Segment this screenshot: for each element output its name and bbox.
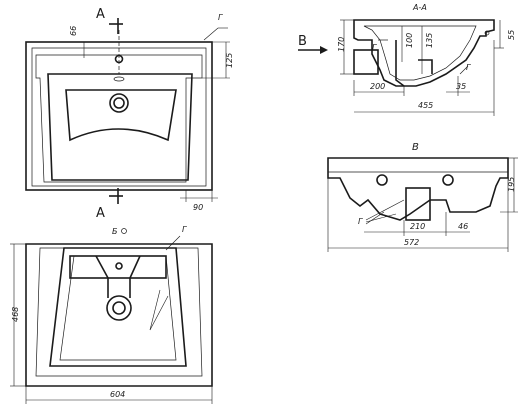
g-pointer-section bbox=[459, 65, 469, 75]
dim-200-label: 200 bbox=[370, 82, 385, 91]
view-b-title: В bbox=[412, 142, 419, 153]
g-pointer-b-3 bbox=[365, 211, 385, 225]
view-b-drain bbox=[405, 187, 431, 221]
top-view-drain-outer bbox=[109, 93, 129, 113]
view-b-small-marker bbox=[121, 228, 127, 234]
g-label-view-b: Г bbox=[358, 217, 363, 226]
dim-468-label: 468 bbox=[11, 307, 20, 322]
section-a-a: А-А В 170 100 135 55 200 35 bbox=[298, 3, 516, 116]
bottom-view-neck bbox=[107, 278, 131, 298]
top-view-bowl-outer bbox=[47, 73, 193, 181]
g-label-bottom: Г bbox=[182, 225, 187, 234]
dim-66-label: 66 bbox=[69, 26, 78, 36]
section-label-a-bottom: А bbox=[96, 206, 105, 221]
bottom-view-shelf bbox=[69, 255, 167, 279]
view-b-outline bbox=[327, 157, 509, 221]
section-label-a-top: А bbox=[96, 7, 105, 22]
top-view-bowl-inner bbox=[65, 89, 177, 142]
dim-604-label: 604 bbox=[110, 390, 125, 399]
dim-170-label: 170 bbox=[337, 37, 346, 52]
view-b-hole-right bbox=[442, 174, 454, 186]
dim-210-label: 210 bbox=[410, 222, 425, 231]
dim-55-label: 55 bbox=[507, 30, 516, 40]
section-back-block bbox=[353, 49, 379, 75]
bottom-view-tap-hole bbox=[115, 262, 123, 270]
bottom-pointer-1 bbox=[149, 289, 161, 331]
view-b: В 195 210 46 572 Г bbox=[327, 142, 518, 252]
bottom-view-rib-left bbox=[95, 255, 109, 279]
dim-35-label: 35 bbox=[456, 82, 466, 91]
g-label-section-1: Г bbox=[372, 43, 377, 52]
top-view-edge-line bbox=[35, 54, 203, 183]
section-drain-wall bbox=[395, 40, 405, 87]
dim-46-label: 46 bbox=[458, 222, 468, 231]
g-pointer-b-1 bbox=[365, 199, 405, 221]
top-view: А А 66 125 Г 90 bbox=[25, 7, 234, 221]
dim-135-label: 135 bbox=[425, 33, 434, 48]
top-view-inner-rim bbox=[31, 47, 207, 187]
section-drain-step bbox=[418, 59, 433, 74]
dim-195-label: 195 bbox=[507, 177, 516, 192]
section-title: А-А bbox=[412, 3, 427, 12]
g-pointer-bottom bbox=[165, 235, 181, 251]
bottom-view-rib-right bbox=[129, 255, 141, 279]
top-view-drain-inner bbox=[113, 97, 125, 109]
bottom-view-basin bbox=[49, 247, 187, 367]
g-label-top: Г bbox=[218, 13, 223, 22]
top-view-outline bbox=[25, 41, 213, 191]
view-b-small-label: Б bbox=[112, 227, 118, 236]
dim-572-label: 572 bbox=[404, 238, 419, 247]
bottom-pointer-2 bbox=[149, 295, 169, 331]
section-profile-outer bbox=[353, 19, 495, 87]
top-view-overflow bbox=[113, 76, 125, 82]
dim-100-label: 100 bbox=[405, 33, 414, 48]
dim-125-label: 125 bbox=[225, 53, 234, 68]
dim-455-label: 455 bbox=[418, 101, 433, 110]
bottom-view-drain-inner bbox=[112, 301, 126, 315]
bottom-view-drain-outer bbox=[106, 295, 132, 321]
bottom-view-basin-inner bbox=[59, 255, 177, 361]
view-b-arrow-head bbox=[320, 46, 328, 54]
view-b-hole-left bbox=[376, 174, 388, 186]
g-pointer-top bbox=[203, 27, 219, 41]
bottom-view-outline bbox=[25, 243, 213, 387]
bottom-view: Б Г 468 604 bbox=[10, 225, 213, 404]
g-label-section-2: Г bbox=[466, 63, 471, 72]
dim-90-label: 90 bbox=[193, 203, 203, 212]
section-front-hole bbox=[484, 30, 490, 36]
view-b-arrow-label: В bbox=[298, 34, 307, 49]
